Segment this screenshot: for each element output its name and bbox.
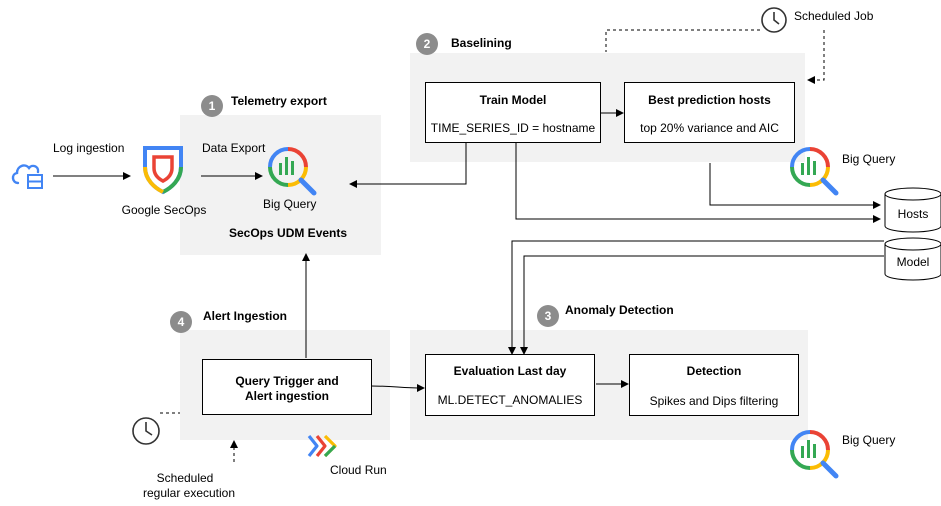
cloud-run-label: Cloud Run	[330, 463, 387, 477]
alert-title: Alert Ingestion	[203, 309, 288, 323]
best-prediction-title: Best prediction hosts	[648, 93, 771, 107]
clock-icon	[132, 417, 160, 445]
log-ingestion-label: Log ingestion	[53, 141, 125, 155]
schedule-line2: regular execution	[142, 486, 236, 500]
best-prediction-box: Best prediction hosts top 20% variance a…	[624, 82, 795, 143]
bigquery-icon	[790, 430, 839, 479]
query-trigger-box: Query Trigger and Alert ingestion	[202, 359, 372, 415]
step-badge-2: 2	[416, 33, 438, 55]
anomaly-title: Anomaly Detection	[565, 303, 674, 317]
secops-shield-icon	[143, 146, 183, 195]
baselining-bigquery-label: Big Query	[842, 152, 896, 166]
bigquery-icon	[268, 147, 317, 196]
detection-detail: Spikes and Dips filtering	[649, 394, 779, 408]
secops-label: Google SecOps	[121, 203, 207, 217]
hosts-label: Hosts	[897, 207, 929, 221]
secops-udm-events-label: SecOps UDM Events	[229, 226, 348, 240]
anomaly-bigquery-label: Big Query	[842, 433, 896, 447]
dashed-scheduled-job-arrow	[807, 30, 825, 84]
data-export-label: Data Export	[202, 141, 266, 155]
arrow-query-to-eval	[370, 383, 425, 392]
telemetry-title: Telemetry export	[231, 94, 327, 108]
train-model-detail: TIME_SERIES_ID = hostname	[430, 121, 596, 135]
bigquery-icon	[790, 147, 839, 196]
query-trigger-line1: Query Trigger and	[235, 374, 339, 388]
telemetry-bigquery-label: Big Query	[263, 197, 317, 211]
detection-title: Detection	[686, 364, 742, 378]
arrow-best-to-hosts	[709, 163, 881, 209]
arrow-train-to-hosts	[515, 142, 881, 223]
database-icon	[884, 187, 941, 233]
cloud-log-icon	[11, 164, 43, 189]
evaluation-title: Evaluation Last day	[453, 364, 567, 378]
train-model-title: Train Model	[479, 93, 547, 107]
evaluation-box: Evaluation Last day ML.DETECT_ANOMALIES	[425, 354, 595, 416]
train-model-box: Train Model TIME_SERIES_ID = hostname	[425, 82, 601, 143]
detection-box: Detection Spikes and Dips filtering	[629, 354, 799, 416]
cloud-run-icon	[307, 434, 337, 458]
clock-icon	[761, 7, 787, 33]
baselining-title: Baselining	[451, 36, 512, 50]
step-badge-1: 1	[201, 95, 223, 117]
evaluation-detail: ML.DETECT_ANOMALIES	[437, 393, 583, 407]
arrow-model-to-eval	[520, 255, 884, 355]
model-label: Model	[896, 255, 930, 269]
dashed-scheduled-job	[605, 29, 760, 52]
arrow-train-to-bq	[349, 142, 467, 188]
arrow-hosts-to-eval	[508, 240, 884, 355]
schedule-line1: Scheduled	[156, 471, 214, 485]
database-icon	[884, 237, 941, 281]
query-trigger-line2: Alert ingestion	[244, 389, 329, 403]
best-prediction-detail: top 20% variance and AIC	[640, 121, 779, 135]
step-badge-3: 3	[537, 305, 559, 327]
step-badge-4: 4	[170, 311, 192, 333]
scheduled-job-label: Scheduled Job	[794, 9, 874, 23]
